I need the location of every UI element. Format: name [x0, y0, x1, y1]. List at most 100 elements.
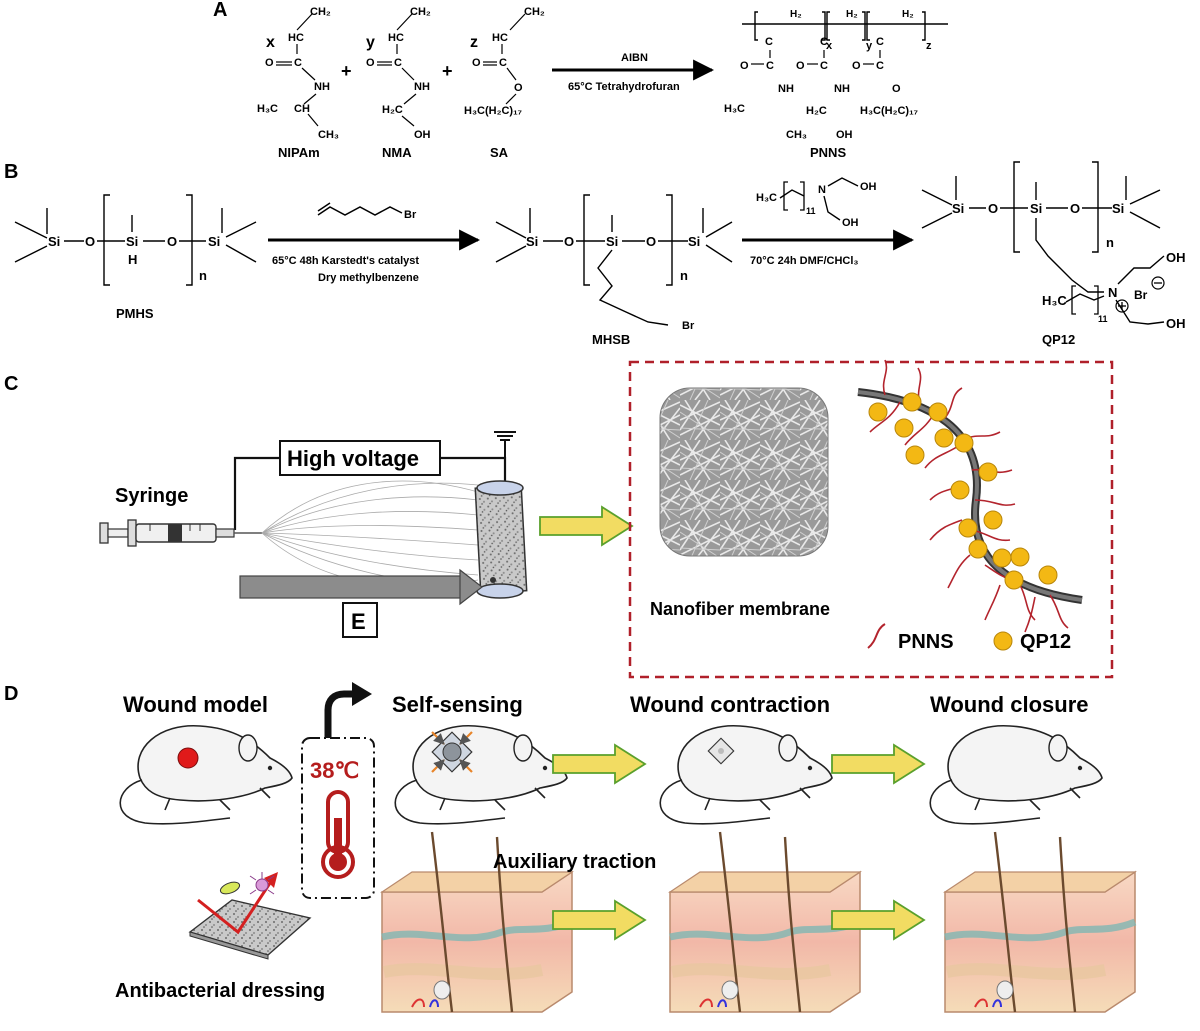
wound-contraction-label: Wound contraction	[630, 692, 830, 717]
mhsb-o-2: O	[646, 234, 656, 249]
nma-coefficient: y	[366, 34, 375, 51]
syringe-icon	[99, 519, 262, 547]
qp12-name: QP12	[1042, 332, 1075, 347]
qp12-oh1: OH	[1166, 250, 1186, 265]
qp12-o-2: O	[1070, 201, 1080, 216]
qp12-si-3: Si	[1112, 201, 1124, 216]
high-voltage-label: High voltage	[287, 446, 419, 471]
pnns-c-2: C	[820, 36, 828, 48]
reaction-condition-b1-line1: 65°C 48h Karstedt's catalyst	[272, 255, 419, 267]
nma-structure: y CH₂ HC O C NH H₂C OH NMA	[366, 6, 431, 160]
nma-h2c: H₂C	[382, 104, 403, 116]
wound-closure-label: Wound closure	[930, 692, 1089, 717]
sa-name: SA	[490, 145, 509, 160]
qp12-si-2: Si	[1030, 201, 1042, 216]
mhsb-name: MHSB	[592, 332, 630, 347]
legend-pnns-label: PNNS	[898, 631, 954, 653]
flow-arrow-up	[324, 690, 354, 738]
pnns-c-4: C	[766, 60, 774, 72]
flow-arrow-head	[352, 682, 372, 706]
pnns-h2-2: H₂	[846, 9, 858, 20]
pnns-c-6: C	[876, 60, 884, 72]
pnns-sub-y: y	[866, 40, 873, 52]
pnns-h2-3: H₂	[902, 9, 914, 20]
membrane-dashed-box	[628, 360, 1114, 679]
qp12-br: Br	[1134, 288, 1148, 302]
fiber-jet	[261, 480, 479, 589]
nipam-coefficient: x	[266, 34, 275, 51]
amine-reagent: H₃C 11 N OH OH	[756, 177, 877, 229]
nipam-h3c: H₃C	[257, 103, 278, 115]
amine-n: N	[818, 184, 826, 196]
panel-label-d: D	[4, 683, 18, 705]
qp12-oh2: OH	[1166, 316, 1186, 331]
mouse-wound-contraction	[659, 724, 833, 825]
mhsb-structure: Si O Si O n Si Br MHSB	[495, 194, 733, 347]
sa-c: C	[499, 57, 507, 69]
fiber-schematic	[857, 359, 1083, 633]
nma-hc: HC	[388, 32, 404, 44]
nipam-name: NIPAm	[278, 145, 320, 160]
reaction-reagent-aibn: AIBN	[621, 52, 648, 64]
antibacterial-dressing-icon	[188, 872, 312, 960]
panel-label-a: A	[213, 0, 227, 21]
syringe-label: Syringe	[115, 485, 188, 507]
pnns-nh-2: NH	[834, 83, 850, 95]
nanofiber-membrane-image	[659, 387, 829, 557]
nipam-c: C	[294, 57, 302, 69]
pmhs-n: n	[199, 268, 207, 283]
mhsb-si-1: Si	[526, 234, 538, 249]
legend-pnns-swatch	[867, 623, 886, 649]
pnns-oh: OH	[836, 129, 853, 141]
mhsb-si-3: Si	[688, 234, 700, 249]
electric-field-arrow-head	[459, 568, 483, 606]
sa-o: O	[472, 57, 481, 69]
pnns-ch3: CH₃	[786, 129, 807, 141]
qp12-structure: Si O Si O n Si N OH Br OH H₃C 11 QP12	[921, 161, 1186, 347]
pnns-h2-1: H₂	[790, 9, 802, 20]
pmhs-si-2: Si	[126, 234, 138, 249]
mhsb-n: n	[680, 268, 688, 283]
plus-sign-1: +	[341, 61, 352, 81]
reaction-condition-b1-line2: Dry methylbenzene	[318, 272, 419, 284]
reaction-condition-a: 65°C Tetrahydrofuran	[568, 81, 680, 93]
pmhs-si-1: Si	[48, 234, 60, 249]
skin-block-closure	[945, 832, 1135, 1012]
amine-h3c: H₃C	[756, 192, 777, 204]
panel-label-b: B	[4, 161, 18, 183]
pnns-o-1: O	[740, 60, 749, 72]
mhsb-br: Br	[682, 320, 695, 332]
pnns-sub-z: z	[926, 40, 932, 52]
qp12-h3c: H₃C	[1042, 293, 1067, 308]
thermometer-icon	[321, 790, 355, 879]
mouse-wound-model	[119, 724, 293, 825]
self-sensing-label: Self-sensing	[392, 692, 523, 717]
sa-hc: HC	[492, 32, 508, 44]
pnns-c-5: C	[820, 60, 828, 72]
wound-spot	[177, 747, 199, 769]
collector-drum	[474, 480, 528, 599]
pmhs-si-3: Si	[208, 234, 220, 249]
nma-c: C	[394, 57, 402, 69]
sa-o2: O	[514, 82, 523, 94]
qp12-sub: 11	[1098, 314, 1108, 324]
pnns-o-4: O	[892, 83, 901, 95]
pnns-h2c: H₂C	[806, 105, 827, 117]
nma-o: O	[366, 57, 375, 69]
legend-qp12-swatch	[993, 631, 1013, 651]
pnns-structure: H₂ H₂ H₂ x y z C C C O C O C O C NH NH O…	[724, 9, 948, 160]
legend-qp12-label: QP12	[1020, 631, 1071, 653]
flow-arrow-2	[831, 744, 925, 784]
nipam-nh: NH	[314, 81, 330, 93]
nma-ch2: CH₂	[410, 6, 431, 18]
pmhs-o-2: O	[167, 234, 177, 249]
qp12-n-center: N	[1108, 285, 1117, 300]
pmhs-name: PMHS	[116, 306, 154, 321]
high-voltage-box	[279, 440, 441, 476]
qp12-si-1: Si	[952, 201, 964, 216]
sa-structure: z CH₂ HC O C O H₃C(H₂C)₁₇ SA	[464, 6, 545, 160]
nanofiber-membrane-label: Nanofiber membrane	[650, 599, 830, 619]
nipam-hc: HC	[288, 32, 304, 44]
pnns-c-3: C	[876, 36, 884, 48]
